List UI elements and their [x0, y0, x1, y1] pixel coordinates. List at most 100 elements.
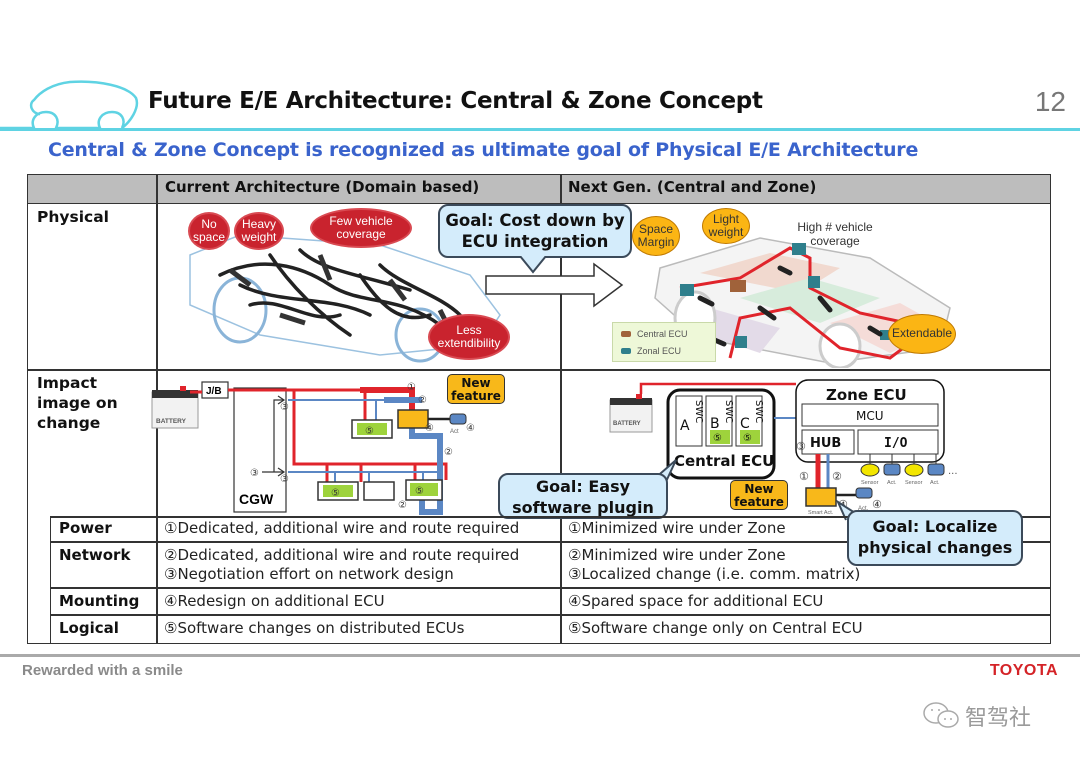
column-divider-middle — [560, 175, 562, 643]
issue-cloud-few-vehicle-coverage: Few vehicle coverage — [312, 210, 410, 246]
transition-arrow-icon — [485, 262, 624, 308]
page-title: Future E/E Architecture: Central & Zone … — [148, 88, 763, 114]
actuator-label: Act — [450, 429, 459, 435]
benefit-cloud-extendable: Extendable — [888, 314, 956, 354]
aspect-mounting-next: ④Spared space for additional ECU — [568, 592, 824, 610]
benefit-cloud-light-weight: Light weight — [702, 208, 750, 244]
aspect-divider-1 — [50, 541, 1050, 543]
svg-text:③: ③ — [250, 468, 259, 479]
svg-text:BATTERY: BATTERY — [613, 421, 641, 427]
benefit-cloud-space-margin: Space Margin — [632, 216, 680, 256]
smart-actuator-label: Smart Act. — [808, 510, 834, 516]
svg-text:⑤: ⑤ — [743, 433, 752, 444]
watermark-text: 智驾社 — [965, 706, 1032, 731]
comparison-table — [27, 174, 1051, 644]
aspect-network-current-1: ②Dedicated, additional wire and route re… — [164, 546, 520, 564]
svg-text:...: ... — [948, 466, 958, 477]
footer-divider — [0, 654, 1080, 657]
callout-pointer-icon — [519, 256, 547, 274]
svg-text:C: C — [740, 416, 750, 432]
svg-text:③: ③ — [280, 402, 289, 413]
page-number: 12 — [1034, 86, 1066, 117]
row-label-impact: Impact image on change — [37, 373, 118, 433]
footer-slogan: Rewarded with a smile — [22, 662, 183, 679]
svg-text:③: ③ — [280, 474, 289, 485]
row-label-impact-line1: Impact — [37, 374, 98, 392]
svg-text:②: ② — [444, 447, 453, 458]
junction-box-label: J/B — [206, 386, 222, 397]
aspect-subtable — [50, 516, 1050, 643]
aspect-network-current-2: ③Negotiation effort on network design — [164, 565, 454, 583]
aspect-label-mounting: Mounting — [59, 592, 140, 610]
svg-text:②: ② — [418, 395, 427, 406]
io-label: I/O — [884, 436, 908, 451]
svg-text:Sensor: Sensor — [861, 480, 879, 486]
mcu-label: MCU — [856, 409, 884, 423]
svg-text:Act.: Act. — [930, 480, 940, 486]
svg-text:⑤: ⑤ — [713, 433, 722, 444]
svg-text:⑤: ⑤ — [331, 488, 340, 499]
central-ecu-swatch-icon — [621, 331, 631, 337]
row-label-impact-line2: image on — [37, 394, 118, 412]
svg-text:②: ② — [398, 500, 407, 511]
svg-text:⑤: ⑤ — [365, 426, 374, 437]
goal-callout-localize: Goal: Localize physical changes — [847, 510, 1023, 566]
battery-icon: BATTERY — [151, 386, 199, 429]
wechat-icon — [923, 702, 959, 728]
issue-cloud-no-space: No space — [190, 214, 228, 248]
svg-text:③: ③ — [796, 440, 806, 453]
row-divider-physical — [28, 369, 1050, 371]
aspect-power-next: ①Minimized wire under Zone — [568, 519, 786, 537]
aspect-label-network: Network — [59, 546, 131, 564]
svg-text:SWC: SWC — [723, 400, 734, 423]
zone-ecu-label: Zone ECU — [826, 386, 907, 404]
current-car-wiring-image — [189, 234, 501, 363]
table-header-row — [28, 175, 1050, 204]
svg-text:①: ① — [407, 382, 416, 393]
svg-text:②: ② — [832, 470, 842, 483]
aspect-divider-top — [50, 516, 1050, 518]
row-label-physical: Physical — [37, 208, 109, 226]
svg-text:Sensor: Sensor — [905, 480, 923, 486]
svg-text:④: ④ — [872, 498, 882, 511]
aspect-power-current: ①Dedicated, additional wire and route re… — [164, 519, 520, 537]
battery-label: BATTERY — [156, 418, 187, 425]
aspect-divider-3 — [50, 614, 1050, 616]
goal-callout-cost-down: Goal: Cost down by ECU integration — [438, 204, 632, 258]
title-divider — [0, 128, 1080, 131]
aspect-divider-2 — [50, 587, 1050, 589]
new-feature-badge-current: New feature — [447, 374, 505, 404]
aspect-network-next-2: ③Localized change (i.e. comm. matrix) — [568, 565, 861, 583]
svg-text:A: A — [680, 418, 690, 434]
page-subtitle: Central & Zone Concept is recognized as … — [48, 139, 919, 161]
ecu-legend: Central ECU Zonal ECU — [612, 322, 716, 362]
svg-text:SWC: SWC — [753, 400, 764, 423]
issue-cloud-heavy-weight: Heavy weight — [236, 214, 282, 248]
issue-cloud-less-extendibility: Less extendibility — [430, 316, 508, 358]
svg-text:④: ④ — [466, 423, 475, 434]
gateway-label: CGW — [239, 491, 274, 507]
column-header-current: Current Architecture (Domain based) — [165, 178, 480, 196]
benefit-cloud-high-vehicle-coverage: High # vehicle coverage — [797, 220, 873, 248]
aspect-logical-next: ⑤Software change only on Central ECU — [568, 619, 863, 637]
aspect-network-next-1: ②Minimized wire under Zone — [568, 546, 786, 564]
svg-text:Act.: Act. — [887, 480, 897, 486]
aspect-label-logical: Logical — [59, 619, 119, 637]
svg-text:⑤: ⑤ — [415, 486, 424, 497]
column-divider-label — [156, 175, 158, 516]
svg-text:SWC: SWC — [693, 400, 704, 423]
goal-callout-easy-software: Goal: Easy software plugin — [498, 473, 668, 519]
legend-zonal-ecu: Zonal ECU — [637, 346, 682, 356]
hub-label: HUB — [810, 436, 841, 451]
svg-text:①: ① — [799, 470, 809, 483]
legend-central-ecu: Central ECU — [637, 329, 688, 339]
aspect-label-power: Power — [59, 519, 112, 537]
central-ecu-label: Central ECU — [674, 452, 774, 470]
zonal-ecu-swatch-icon — [621, 348, 631, 354]
aspect-logical-current: ⑤Software changes on distributed ECUs — [164, 619, 465, 637]
svg-text:④: ④ — [425, 423, 434, 434]
row-label-impact-line3: change — [37, 414, 101, 432]
aspect-mounting-current: ④Redesign on additional ECU — [164, 592, 385, 610]
